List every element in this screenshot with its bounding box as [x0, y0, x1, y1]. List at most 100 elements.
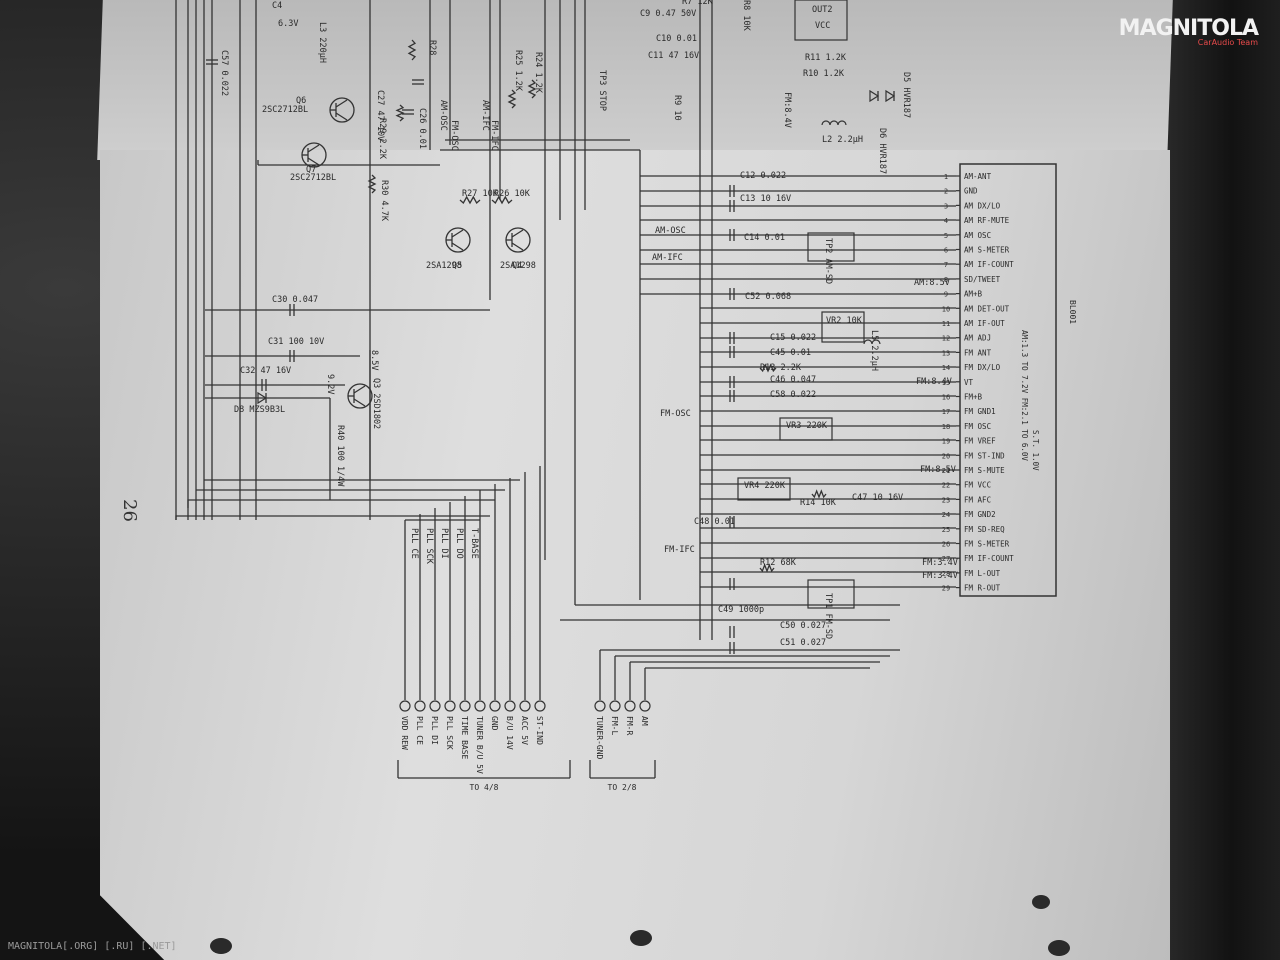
wire: [353, 385, 366, 394]
connector-4-8-terminal: [399, 700, 411, 712]
component-label: C4: [272, 1, 282, 11]
connector-4-8-terminal: [534, 700, 546, 712]
module-pin-label: SD/TWEET: [964, 275, 1001, 284]
module-pin-label: FM S-MUTE: [964, 466, 1005, 475]
component-label: C9 0.47 50V: [640, 9, 696, 19]
connector-4-8-pin-label: ACC 5V: [520, 716, 529, 745]
module-pin-label: AM+B: [964, 290, 983, 299]
module-pin-number: 18: [942, 423, 950, 431]
bus-label: PLL SCK: [424, 528, 434, 565]
module-pin-label: FM+B: [964, 393, 983, 402]
module-note-left: S.T. 1.0V: [1031, 430, 1040, 471]
connector-2-8-terminal: [624, 700, 636, 712]
component-label: R13 2.2K: [760, 363, 802, 373]
wire: [335, 99, 348, 108]
resistor: [395, 104, 405, 122]
tp2-box: [807, 232, 855, 262]
component-label: D8 MZS9B3L: [234, 405, 285, 415]
component-label: R29 2.2K: [377, 118, 387, 160]
component-label: R24 1.2K: [533, 52, 543, 94]
module-ref: BL001: [1068, 300, 1077, 324]
tp1-box: [807, 579, 855, 609]
wire: [307, 157, 320, 166]
component-label: L3 220μH: [317, 22, 327, 63]
component-label: C11 47 16V: [648, 51, 699, 61]
component-label: R12 68K: [760, 558, 797, 568]
inductor-l5: [863, 339, 881, 345]
component-label: C45 0.01: [770, 348, 811, 358]
schematic-page: [100, 150, 1170, 960]
component-label: FM:8.5V: [920, 465, 956, 475]
connector-2-8-terminal: [639, 700, 651, 712]
component-label: 2SA1298: [500, 261, 536, 271]
component-label: TP1 FM-SD: [823, 593, 833, 639]
component-label: R14 10K: [800, 498, 837, 508]
module-pin-number: 28: [942, 570, 950, 578]
component-label: R30 4.7K: [379, 180, 389, 222]
module-pin-label: FM OSC: [964, 422, 991, 431]
module-pin-number: 24: [942, 511, 950, 519]
module-pin-number: 25: [942, 526, 950, 534]
module-pin-label: FM GND2: [964, 510, 996, 519]
component-label: Q6: [296, 96, 306, 106]
component-label: R40 100 1/4W: [335, 425, 345, 487]
component-label: C47 10 16V: [852, 493, 903, 503]
vr3-box: [779, 417, 833, 441]
component-label: R26 10K: [494, 189, 531, 199]
module-pin-number: 3: [944, 202, 948, 210]
component-label: FM:3.4V: [922, 558, 958, 568]
component-label: L2 2.2μH: [822, 135, 863, 145]
connector-4-8-pin-label: PLL DI: [430, 716, 439, 745]
component-label: FM:3.4V: [922, 571, 958, 581]
connector-2-8-terminal: [609, 700, 621, 712]
module-pin-number: 2: [944, 188, 948, 196]
wire: [335, 112, 348, 121]
module-pin-label: FM AFC: [964, 495, 991, 504]
component-label: C48 0.01: [694, 517, 735, 527]
connector-4-8-pin-label: TUNER B/U 5V: [475, 716, 484, 774]
resistor: [407, 39, 417, 61]
resistor: [507, 89, 517, 109]
module-pin-label: AM-ANT: [964, 172, 992, 181]
component-label: 2SA1298: [426, 261, 462, 271]
resistor: [491, 195, 513, 205]
binder-hole: [1032, 895, 1050, 909]
wire: [175, 515, 490, 520]
component-label: 2SC2712BL: [290, 173, 336, 183]
module-pin-number: 4: [944, 217, 948, 225]
component-label: 8.5V: [369, 350, 379, 370]
connector-4-8-pin-label: TIME BASE: [460, 716, 469, 760]
connector-4-8-pin-label: PLL CE: [415, 716, 424, 745]
component-label: C51 0.027: [780, 638, 826, 648]
module-pin-number: 1: [944, 173, 948, 181]
binder-hole: [630, 930, 652, 946]
module-pin-number: 6: [944, 247, 948, 255]
module-pin-label: VT: [964, 378, 974, 387]
connector-4-8-caption: TO 4/8: [470, 783, 499, 792]
component-label: 2SC2712BL: [262, 105, 308, 115]
vr4-box: [737, 477, 791, 501]
connector-4-8-terminal: [519, 700, 531, 712]
component-label: Q4: [512, 261, 522, 271]
connector-4-8-terminal: [429, 700, 441, 712]
component-label: AM:8.5V: [914, 278, 950, 288]
component-label: TP3 STOP: [597, 70, 607, 111]
wire: [511, 242, 524, 251]
vr2-box: [821, 311, 865, 343]
connector-2-8-pin-label: FM-R: [625, 716, 634, 735]
component-label: 9.2V: [325, 374, 335, 394]
connector-4-8-pin-label: VDD REW: [400, 716, 409, 750]
component-label: VR3 220K: [786, 421, 828, 431]
module-pin-label: FM S-METER: [964, 540, 1010, 549]
module-pin-number: 11: [942, 320, 950, 328]
component-label: L5 2.2μH: [869, 330, 879, 371]
module-pin-number: 17: [942, 408, 950, 416]
component-label: R8 10K: [741, 0, 751, 32]
component-label: FM-IFC: [489, 120, 499, 151]
bus-label: PLL DI: [439, 528, 449, 559]
ic-box: [794, 0, 848, 41]
component-label: Q5: [452, 261, 462, 271]
component-label: VR2 10K: [826, 316, 863, 326]
module-pin-label: FM L-OUT: [964, 569, 1001, 578]
